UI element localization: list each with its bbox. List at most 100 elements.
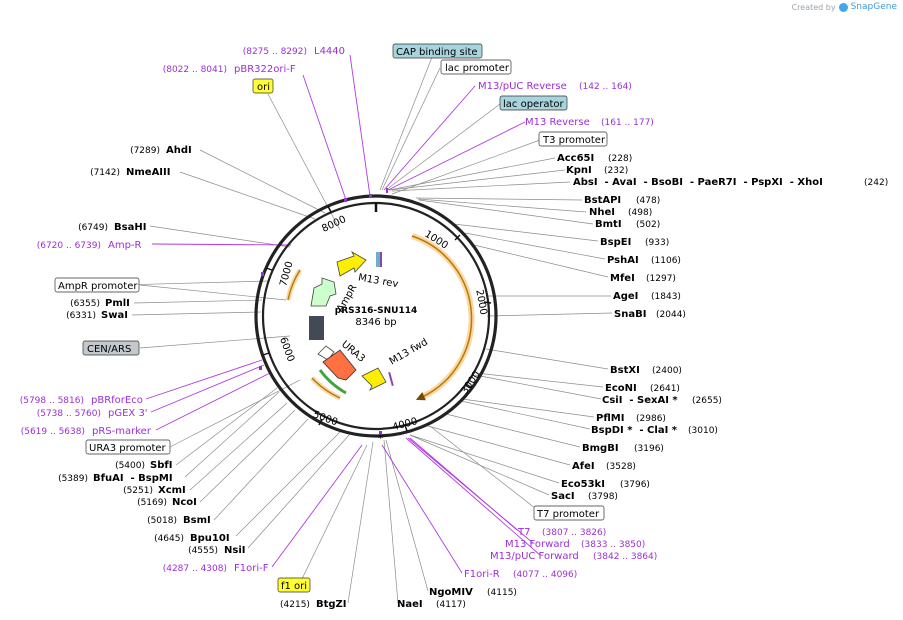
enzyme-eco53ki-pos: (3796)	[620, 480, 650, 490]
enzyme-agei-pos: (1843)	[651, 292, 681, 302]
enzyme-bspdi-clai-pos: (3010)	[688, 426, 718, 436]
enzyme-snabi-pos: (2044)	[656, 310, 686, 320]
enzyme-bpu10i: Bpu10I	[190, 533, 230, 544]
orf-arc-left	[287, 269, 301, 301]
plasmid-name: pRS316-SNU114	[335, 306, 418, 316]
primer-amp-r: Amp-R	[108, 240, 142, 251]
enzyme-ahdi-pos: (7289)	[130, 146, 160, 156]
lac-primer-mark	[380, 252, 382, 267]
enzyme-mfei: MfeI	[610, 273, 635, 284]
label-cap-binding-site: CAP binding site	[396, 47, 478, 58]
enzyme-xcmi: XcmI	[158, 485, 186, 496]
enzyme-nhei-pos: (498)	[628, 208, 652, 218]
enzyme-bstxi: BstXI	[610, 365, 640, 376]
bottom-enzyme-labels: NgoMIV (4115) NaeI (4117) (4215) BtgZI	[280, 587, 517, 610]
primer-f1ori-f: F1ori-F	[234, 563, 269, 574]
orf-arc-large	[411, 235, 473, 401]
primer-pgex3-range: (5738 .. 5760)	[37, 409, 101, 419]
ura3-promoter-arrow	[317, 345, 335, 361]
enzyme-absi-group-pos: (242)	[864, 178, 888, 188]
primer-m13-puc-reverse-range: (142 .. 164)	[579, 82, 632, 92]
enzyme-saci: SacI	[551, 491, 575, 502]
primer-pbrforeco: pBRforEco	[91, 395, 143, 406]
enzyme-ncoi-pos: (5169)	[137, 498, 167, 508]
label-t7-promoter: T7 promoter	[536, 509, 600, 520]
enzyme-bspei: BspEI	[600, 237, 631, 248]
enzyme-sbfi: SbfI	[150, 460, 172, 471]
enzyme-ngomiv: NgoMIV	[429, 587, 473, 598]
primer-l4440: L4440	[314, 46, 345, 57]
enzyme-econi-pos: (2641)	[650, 384, 680, 394]
enzyme-bfuai-bspmi: BfuAI - BspMI	[93, 473, 173, 484]
label-f1-ori: f1 ori	[281, 581, 307, 592]
ura3-promoter-arc	[318, 369, 347, 395]
enzyme-bmgbi: BmgBI	[582, 443, 619, 454]
plasmid-length: 8346 bp	[355, 317, 396, 328]
enzyme-agei: AgeI	[613, 291, 638, 302]
primer-m13-forward-range: (3833 .. 3850)	[581, 540, 645, 550]
right-enzyme-labels: Acc65I (228) KpnI (232) AbsI - AvaI - Bs…	[551, 153, 888, 502]
label-ampr-promoter: AmpR promoter	[58, 281, 138, 292]
enzyme-kpni-pos: (232)	[604, 166, 628, 176]
enzyme-acc65i-pos: (228)	[608, 154, 632, 164]
enzyme-nsii: NsiI	[224, 545, 245, 556]
tick-label-8000: 8000	[320, 214, 348, 235]
m13-fwd-arrow	[361, 367, 387, 391]
m13-rev-arrow	[336, 250, 367, 277]
primer-f1ori-r-range: (4077 .. 4096)	[513, 570, 577, 580]
enzyme-eco53ki: Eco53kI	[561, 479, 605, 490]
primer-l4440-range: (8275 .. 8292)	[243, 47, 307, 57]
created-by-text: Created by	[791, 2, 836, 12]
svg-text:*: *	[378, 432, 384, 445]
lac-operator-mark	[376, 252, 380, 267]
enzyme-bsmi-pos: (5018)	[147, 516, 177, 526]
label-lac-promoter: lac promoter	[445, 63, 510, 74]
enzyme-bspei-pos: (933)	[645, 238, 669, 248]
tick-label-6000: 6000	[277, 336, 296, 364]
enzyme-bfuai-pos: (5389)	[58, 474, 88, 484]
enzyme-nsii-pos: (4555)	[188, 546, 218, 556]
enzyme-pflmi: PflMI	[596, 413, 624, 424]
feature-label-m13-rev: M13 rev	[357, 272, 399, 290]
orf-arc-large-bg	[411, 233, 475, 401]
enzyme-naei-pos: (4117)	[436, 600, 466, 610]
t7-primer-mark	[388, 371, 394, 387]
primer-m13-puc-forward: M13/pUC Forward	[490, 551, 579, 562]
feature-label-m13-fwd: M13 fwd	[388, 337, 430, 368]
enzyme-xcmi-pos: (5251)	[123, 486, 153, 496]
backbone-inner	[261, 201, 491, 431]
enzyme-nmeaiii-pos: (7142)	[90, 168, 120, 178]
enzyme-saci-pos: (3798)	[588, 492, 618, 502]
enzyme-csii-sexai-pos: (2655)	[692, 396, 722, 406]
primer-m13-reverse-range: (161 .. 177)	[601, 118, 654, 128]
enzyme-swai: SwaI	[101, 310, 128, 321]
backbone-outer	[254, 194, 498, 438]
primer-f1ori-r: F1ori-R	[464, 569, 500, 580]
enzyme-bspdi-clai: BspDI * - ClaI *	[591, 425, 678, 436]
enzyme-ahdi: AhdI	[166, 145, 192, 156]
enzyme-csii-sexai: CsiI - SexAI *	[602, 395, 678, 406]
enzyme-bpu10i-pos: (4645)	[154, 534, 184, 544]
primer-m13-forward: M13 Forward	[505, 539, 570, 550]
enzyme-swai-pos: (6331)	[66, 311, 96, 321]
tick-marks	[262, 205, 492, 432]
label-ori: ori	[257, 82, 270, 93]
label-cen-ars: CEN/ARS	[87, 344, 131, 355]
enzyme-bmgbi-pos: (3196)	[634, 444, 664, 454]
enzyme-acc65i: Acc65I	[557, 153, 594, 164]
primer-prs-marker-range: (5619 .. 5638)	[21, 427, 85, 437]
enzyme-mfei-pos: (1297)	[646, 274, 676, 284]
primer-t7-range: (3807 .. 3826)	[542, 528, 606, 538]
cen-ars-block	[309, 316, 324, 340]
snapgene-logo-icon	[838, 2, 848, 12]
left-enzyme-labels: (7289) AhdI (7142) NmeAIII (6749) BsaHI …	[58, 145, 245, 556]
enzyme-pshai-pos: (1106)	[651, 256, 681, 266]
enzyme-pflmi-pos: (2986)	[636, 414, 666, 424]
snapgene-brand: Created by SnapGene	[792, 2, 897, 12]
leader-lines	[119, 51, 613, 604]
enzyme-bstapi-pos: (478)	[636, 196, 660, 206]
enzyme-naei: NaeI	[397, 599, 423, 610]
right-primer-labels: M13/pUC Reverse (142 .. 164) M13 Reverse…	[464, 81, 657, 580]
tick-label-2000: 2000	[473, 289, 488, 316]
primer-pbr322ori-f-range: (8022 .. 8041)	[163, 65, 227, 75]
